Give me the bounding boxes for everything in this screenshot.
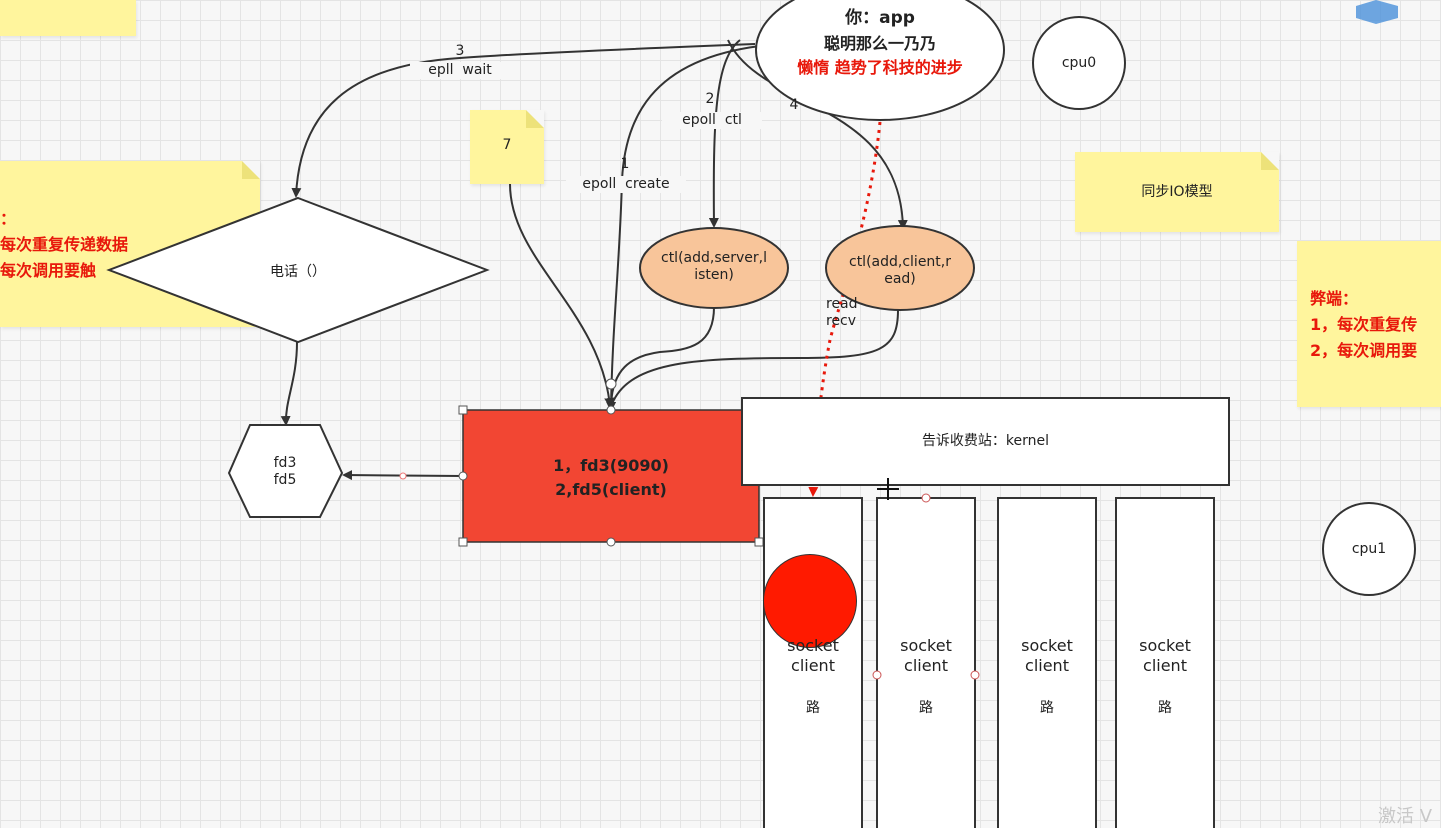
socket-label-3: socket client (1021, 636, 1073, 675)
left-note-line2: 每次调用要触 (0, 261, 97, 280)
note-fold (1261, 152, 1279, 170)
step3-num: 3 (455, 43, 465, 59)
ctl-client-text: ctl(add,client,r ead) (849, 254, 951, 287)
top-left-sticky-note (0, 0, 136, 36)
activate-watermark: 激活 V (1378, 806, 1433, 827)
cpu1-node (1322, 502, 1416, 596)
socket-road-1: 路 (806, 700, 820, 716)
edge-midpoint (399, 472, 407, 480)
edge-ctl-server (610, 306, 715, 407)
cpu1-text: cpu1 (1351, 541, 1387, 557)
socket-column-1 (763, 497, 863, 828)
right-note-line2: 2，每次调用要 (1310, 341, 1418, 360)
note-7-text: 7 (502, 137, 512, 153)
socket-road-4: 路 (1158, 700, 1172, 716)
step2-num: 2 (705, 91, 715, 107)
edge-epoll-wait (291, 43, 756, 198)
app-bubble-line2: 聪明那么一乃乃 (823, 34, 936, 53)
app-logo-icon (1356, 0, 1398, 24)
ctl-client-node (825, 225, 975, 311)
step1-label: epoll create (566, 176, 686, 193)
kernel-text: 告诉收费站：kernel (921, 433, 1050, 449)
step2-label: epoll ctl (662, 112, 762, 129)
app-bubble-line1: 你：app (845, 8, 915, 28)
note-fold (526, 110, 544, 128)
right-sticky-note (1297, 241, 1441, 407)
socket-column-2 (876, 497, 976, 828)
cpu0-node (1032, 16, 1126, 110)
move-cursor-icon (877, 478, 899, 500)
sync-io-note-text: 同步IO模型 (1141, 184, 1213, 200)
red-ball (763, 554, 857, 648)
step4-num: 4 (789, 97, 799, 113)
kernel-box (741, 397, 1230, 486)
sync-io-note (1075, 152, 1279, 232)
socket-road-3: 路 (1040, 700, 1054, 716)
edge-ctl-client (611, 309, 899, 405)
fd-list-line2: 2,fd5(client) (555, 480, 667, 499)
ctl-server-node (639, 227, 789, 309)
fd-list-line1: 1，fd3(9090) (553, 456, 669, 475)
socket-column-3 (997, 497, 1097, 828)
left-note-line0: ： (0, 209, 17, 228)
right-note-line1: 1，每次重复传 (1310, 315, 1418, 334)
phone-diamond (106, 196, 490, 344)
fd-hexagon-text: fd3 fd5 (273, 455, 297, 488)
edge-diamond-hex (280, 341, 298, 426)
socket-column-4 (1115, 497, 1215, 828)
socket-label-4: socket client (1139, 636, 1191, 675)
left-note-line1: 每次重复传递数据 (0, 235, 129, 254)
socket-label-2: socket client (900, 636, 952, 675)
phone-diamond-text: 电话（） (270, 264, 326, 280)
note-fold (242, 161, 260, 179)
edge-note7 (509, 183, 615, 408)
fd-list-box (462, 409, 760, 543)
step1-num: 1 (620, 156, 630, 172)
right-note-title: 弊端： (1310, 289, 1359, 308)
cpu0-text: cpu0 (1061, 55, 1097, 71)
read-recv-text: read recv (826, 296, 858, 329)
socket-label-1: socket client (787, 636, 839, 675)
edge-epoll-create (606, 45, 761, 412)
connection-points (872, 493, 980, 680)
note-7 (470, 110, 544, 184)
app-bubble-line3: 懒惰 趋势了科技的进步 (797, 58, 963, 77)
fd-hexagon (227, 424, 344, 518)
app-bubble (755, 0, 1005, 121)
ctl-server-text: ctl(add,server,l isten) (661, 250, 767, 283)
socket-road-2: 路 (919, 700, 933, 716)
step3-label: epll wait (410, 62, 510, 79)
edge-epoll-ctl (708, 39, 741, 228)
